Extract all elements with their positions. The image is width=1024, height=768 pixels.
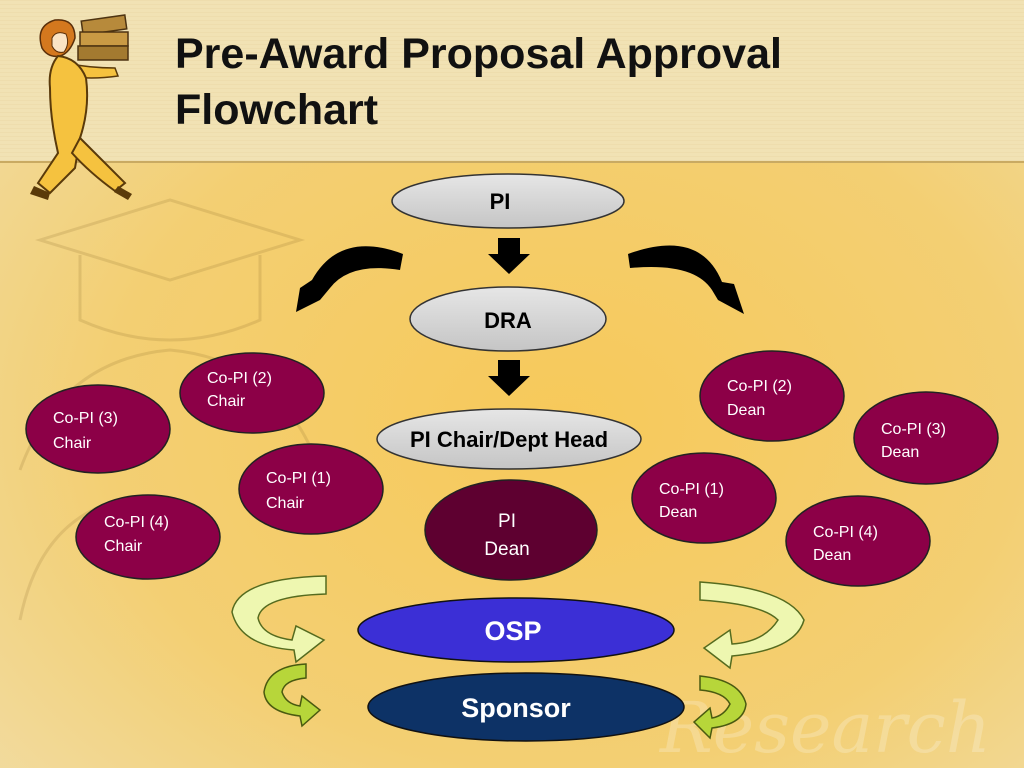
node-copi2-chair-line2: Chair [207, 393, 246, 410]
node-dra-label: DRA [484, 308, 532, 333]
curved-arrow-icon [263, 663, 322, 728]
node-pi-dean-line2: Dean [484, 539, 529, 560]
node-copi4-dean-line1: Co-PI (4) [813, 524, 878, 541]
node-copi1-dean-line2: Dean [659, 504, 697, 521]
node-copi3-chair-line1: Co-PI (3) [53, 410, 118, 427]
node-copi1-dean[interactable]: Co-PI (1) Dean [631, 452, 777, 544]
arrow-down-icon [488, 360, 530, 396]
node-copi1-chair-line2: Chair [266, 495, 305, 512]
node-sponsor[interactable]: Sponsor [367, 672, 685, 742]
node-copi1-chair-line1: Co-PI (1) [266, 470, 331, 487]
curved-arrow-icon [699, 581, 805, 670]
node-pi-dean-line1: PI [498, 511, 516, 532]
woman-carrying-books-icon [30, 14, 132, 200]
node-copi4-chair-line2: Chair [104, 538, 143, 555]
node-copi3-dean-line1: Co-PI (3) [881, 421, 946, 438]
node-copi3-dean-line2: Dean [881, 444, 919, 461]
page-title-line-2: Flowchart [175, 86, 379, 134]
node-pi[interactable]: PI [391, 173, 625, 229]
curved-arrow-icon [692, 675, 747, 740]
curved-arrow-icon [628, 245, 744, 314]
node-copi4-dean-line2: Dean [813, 547, 851, 564]
arrow-down-icon [488, 238, 530, 274]
node-osp-label: OSP [484, 616, 541, 646]
node-pi-dean[interactable]: PI Dean [424, 479, 598, 581]
node-dra[interactable]: DRA [409, 286, 607, 352]
node-copi1-dean-line1: Co-PI (1) [659, 481, 724, 498]
page-title-line-1: Pre-Award Proposal Approval [175, 30, 782, 78]
title-block: Pre-Award Proposal Approval Flowchart [175, 26, 995, 138]
curved-arrow-icon [296, 246, 403, 312]
node-copi2-dean-line2: Dean [727, 402, 765, 419]
node-copi2-chair[interactable]: Co-PI (2) Chair [179, 352, 325, 434]
node-sponsor-label: Sponsor [461, 693, 571, 723]
node-pi-chair-dept-head[interactable]: PI Chair/Dept Head [376, 408, 642, 470]
node-copi3-dean[interactable]: Co-PI (3) Dean [853, 391, 999, 485]
node-copi3-chair[interactable]: Co-PI (3) Chair [25, 384, 171, 474]
node-copi4-dean[interactable]: Co-PI (4) Dean [785, 495, 931, 587]
node-copi3-chair-line2: Chair [53, 435, 92, 452]
node-copi2-dean-line1: Co-PI (2) [727, 378, 792, 395]
node-copi4-chair-line1: Co-PI (4) [104, 514, 169, 531]
node-copi2-chair-line1: Co-PI (2) [207, 370, 272, 387]
node-osp[interactable]: OSP [357, 597, 675, 663]
node-pi-label: PI [490, 189, 511, 214]
node-copi2-dean[interactable]: Co-PI (2) Dean [699, 350, 845, 442]
node-pi-chair-label: PI Chair/Dept Head [410, 427, 608, 452]
node-copi4-chair[interactable]: Co-PI (4) Chair [75, 494, 221, 580]
curved-arrow-icon [231, 575, 327, 664]
node-copi1-chair[interactable]: Co-PI (1) Chair [238, 443, 384, 535]
